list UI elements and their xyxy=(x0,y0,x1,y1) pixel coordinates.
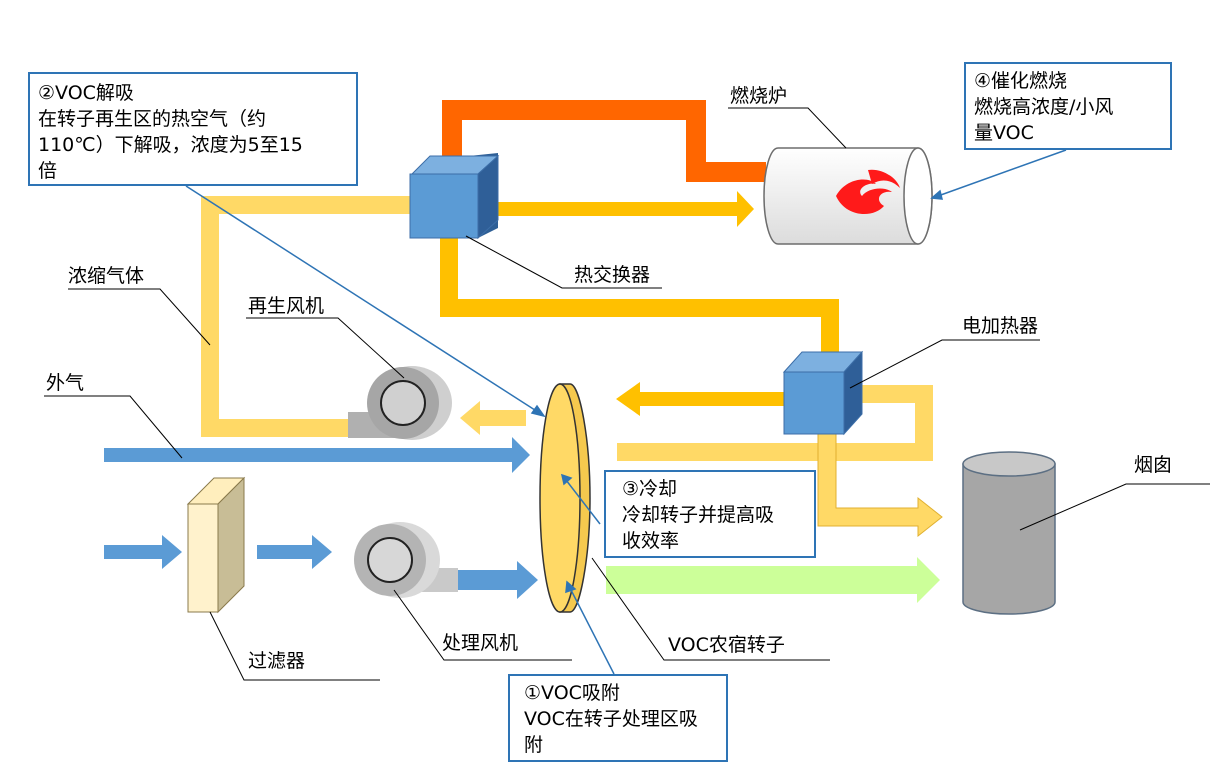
callout-adsorption: ①VOC吸附 VOC在转子处理区吸 附 xyxy=(508,674,728,762)
label-electric-heater: 电加热器 xyxy=(962,315,1038,337)
voc-rotor-icon xyxy=(539,383,591,613)
chimney-cylinder-icon xyxy=(962,451,1056,615)
cooling-air-loop xyxy=(617,385,933,461)
callout-adsorption-line: VOC在转子处理区吸 xyxy=(524,708,698,730)
concentrated-gas-pipe xyxy=(201,196,412,437)
callout-desorption-line: 110℃）下解吸，浓度为5至15 xyxy=(38,134,303,156)
label-furnace: 燃烧炉 xyxy=(730,85,787,107)
callout-cooling-line: 收效率 xyxy=(622,530,680,552)
arrow-to-regen-fan xyxy=(460,401,526,435)
callout-desorption-title: ②VOC解吸 xyxy=(38,82,134,104)
label-outside-air: 外气 xyxy=(46,372,84,394)
label-filter: 过滤器 xyxy=(248,650,305,672)
callout-combustion-line: 量VOC xyxy=(974,122,1034,144)
label-process-fan: 处理风机 xyxy=(442,632,518,654)
callout-cooling-line: 冷却转子并提高吸 xyxy=(622,504,775,526)
flame-icon xyxy=(836,169,900,215)
callout-cooling: ③冷却 冷却转子并提高吸 收效率 xyxy=(604,470,816,558)
filter-icon xyxy=(186,476,246,614)
arrow-to-furnace xyxy=(492,191,754,227)
callout-pointers xyxy=(185,149,1067,675)
fan-to-rotor-arrow xyxy=(458,561,538,599)
callout-combustion-line: 燃烧高浓度/小风 xyxy=(974,96,1114,118)
callout-desorption: ②VOC解吸 在转子再生区的热空气（约 110℃）下解吸，浓度为5至15 倍 xyxy=(28,72,358,186)
clean-air-arrow xyxy=(606,557,940,603)
callout-combustion-title: ④催化燃烧 xyxy=(974,70,1068,92)
callout-combustion: ④催化燃烧 燃烧高浓度/小风 量VOC xyxy=(964,62,1172,150)
outside-air-arrow xyxy=(104,437,530,473)
label-rotor: VOC农宿转子 xyxy=(668,634,785,656)
process-fan-icon xyxy=(354,522,458,598)
exhaust-arrow xyxy=(817,431,943,538)
callout-adsorption-title: ①VOC吸附 xyxy=(524,682,620,704)
heated-air-pipe xyxy=(440,236,839,360)
callout-desorption-line: 在转子再生区的热空气（约 xyxy=(38,108,267,130)
leader-lines xyxy=(44,107,1210,681)
regen-fan-icon xyxy=(348,366,452,440)
label-heat-exchanger: 热交换器 xyxy=(574,264,650,286)
label-chimney: 烟囱 xyxy=(1134,454,1172,476)
callout-cooling-title: ③冷却 xyxy=(622,478,678,500)
filter-to-fan-arrow xyxy=(257,535,332,569)
label-concentrated-gas: 浓缩气体 xyxy=(68,265,144,287)
callout-adsorption-line: 附 xyxy=(524,734,544,756)
hot-gas-pipe xyxy=(442,100,766,182)
inlet-arrow xyxy=(104,535,182,569)
arrow-to-rotor-hot xyxy=(616,382,786,416)
electric-heater-cube-icon xyxy=(782,350,864,436)
callout-desorption-line: 倍 xyxy=(38,160,58,182)
label-regen-fan: 再生风机 xyxy=(248,295,324,317)
heat-exchanger-cube-icon xyxy=(409,153,500,240)
